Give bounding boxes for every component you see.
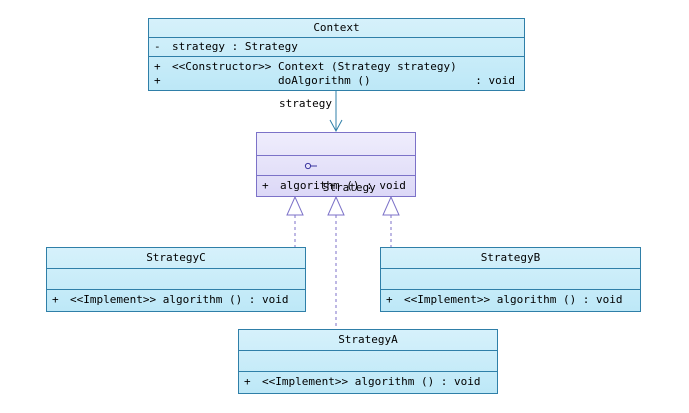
strategy-b-class-name: StrategyB: [381, 248, 640, 269]
strategy-c-operations: + <<Implement>> algorithm () : void: [47, 290, 305, 307]
realization-arrowhead-strategy-a: [327, 195, 345, 216]
visibility-marker: -: [154, 40, 161, 53]
visibility-marker: +: [244, 375, 251, 388]
strategy-a-class[interactable]: StrategyA + <<Implement>> algorithm () : …: [238, 329, 498, 394]
association-arrowhead: [329, 119, 343, 133]
strategy-b-attributes: [381, 269, 640, 290]
strategy-c-class-name: StrategyC: [47, 248, 305, 269]
operation-text: <<Implement>> algorithm () : void: [404, 293, 623, 306]
realization-arrowhead-strategy-b: [382, 195, 400, 216]
return-type: : void: [475, 74, 515, 87]
visibility-marker: +: [154, 74, 161, 87]
visibility-marker: +: [52, 293, 59, 306]
association-label: strategy: [279, 97, 332, 110]
operation-text: <<Implement>> algorithm () : void: [70, 293, 289, 306]
strategy-interface-name: Strategy: [322, 181, 376, 194]
strategy-a-attributes: [239, 351, 497, 372]
operation-text: <<Implement>> algorithm () : void: [262, 375, 481, 388]
context-attributes: -strategy : Strategy: [149, 38, 524, 57]
operation-text: algorithm () : void: [280, 179, 406, 192]
strategy-operation: + algorithm () : void: [257, 179, 415, 193]
operation-text: <<Constructor>> Context (Strategy strate…: [172, 60, 457, 73]
context-operation: + doAlgorithm () : void: [149, 74, 524, 88]
strategy-b-class[interactable]: StrategyB + <<Implement>> algorithm () : …: [380, 247, 641, 312]
context-operations: + <<Constructor>> Context (Strategy strat…: [149, 57, 524, 88]
strategy-a-operations: + <<Implement>> algorithm () : void: [239, 372, 497, 389]
strategy-interface[interactable]: Strategy + algorithm () : void: [256, 132, 416, 197]
context-operation: + <<Constructor>> Context (Strategy strat…: [149, 60, 524, 74]
visibility-marker: +: [262, 179, 269, 192]
strategy-operations: + algorithm () : void: [257, 176, 415, 193]
interface-lollipop-icon: [264, 133, 318, 170]
strategy-a-class-name: StrategyA: [239, 330, 497, 351]
context-class-name: Context: [149, 19, 524, 38]
strategy-b-operations: + <<Implement>> algorithm () : void: [381, 290, 640, 307]
context-class[interactable]: Context -strategy : Strategy + <<Construc…: [148, 18, 525, 91]
visibility-marker: +: [386, 293, 393, 306]
strategy-b-operation: + <<Implement>> algorithm () : void: [381, 293, 640, 307]
operation-text: doAlgorithm (): [172, 74, 371, 87]
strategy-interface-header: Strategy: [257, 133, 415, 194]
strategy-c-class[interactable]: StrategyC + <<Implement>> algorithm () : …: [46, 247, 306, 312]
strategy-attributes: [257, 156, 415, 176]
strategy-c-attributes: [47, 269, 305, 290]
attribute-text: strategy : Strategy: [172, 40, 298, 53]
realization-arrowhead-strategy-c: [286, 195, 304, 216]
visibility-marker: +: [154, 60, 161, 73]
strategy-a-operation: + <<Implement>> algorithm () : void: [239, 375, 497, 389]
context-attribute: -strategy : Strategy: [149, 40, 524, 54]
strategy-c-operation: + <<Implement>> algorithm () : void: [47, 293, 305, 307]
